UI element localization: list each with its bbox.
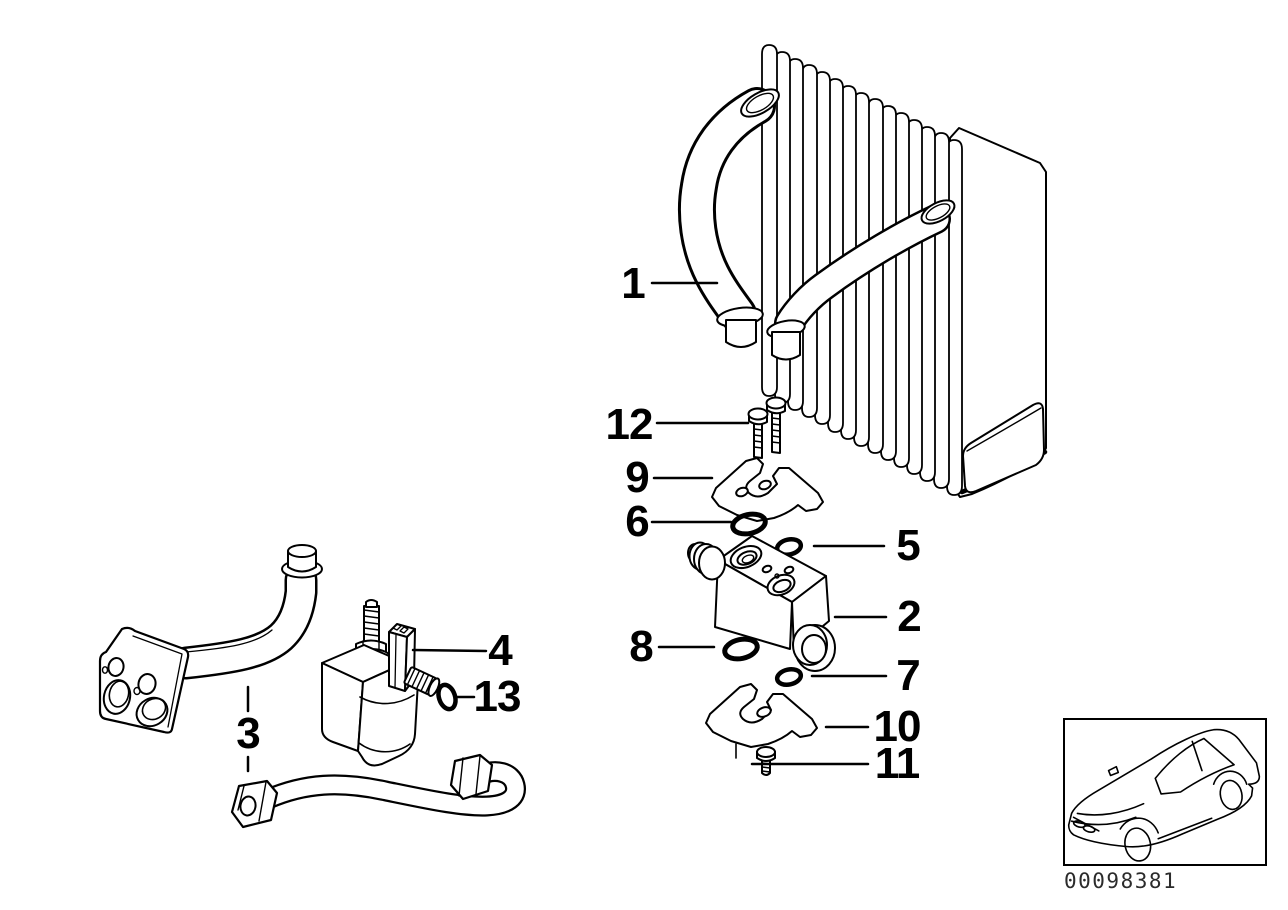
- callout-12[interactable]: 12: [605, 400, 654, 449]
- evaporator-drawing: [697, 45, 1046, 497]
- callout-9[interactable]: 9: [625, 453, 650, 502]
- car-kidney-right: [1083, 825, 1096, 834]
- leader-line-4: [413, 650, 486, 651]
- car-greenhouse: [1155, 738, 1234, 793]
- car-rear-wheel: [1218, 778, 1245, 811]
- solenoid-valve-drawing: [322, 600, 442, 765]
- car-front-wheel-arch: [1120, 818, 1158, 833]
- car-body-outline: [1069, 730, 1260, 847]
- car-window-divider: [1192, 741, 1202, 770]
- callout-8[interactable]: 8: [629, 622, 654, 671]
- leader-lines: [248, 283, 886, 771]
- callout-11[interactable]: 11: [874, 739, 921, 788]
- callout-13[interactable]: 13: [473, 672, 522, 721]
- callout-2[interactable]: 2: [897, 592, 922, 641]
- evaporator-outlet-pipe: [766, 196, 958, 360]
- expansion-valve-drawing: [688, 536, 835, 671]
- small-o-ring-lower-drawing: [776, 667, 803, 687]
- car-thumbnail-drawing: [1065, 720, 1265, 864]
- screw-drawing: [757, 747, 775, 775]
- large-o-ring-upper-drawing: [731, 511, 767, 536]
- car-thumbnail-box: [1063, 718, 1267, 866]
- car-mirror: [1109, 767, 1119, 776]
- car-rear-wheel-arch: [1214, 771, 1247, 784]
- upper-bracket-drawing: [712, 458, 823, 521]
- callout-3[interactable]: 3: [236, 709, 261, 758]
- callout-4[interactable]: 4: [488, 626, 513, 675]
- hex-bolts-drawing: [749, 398, 786, 459]
- car-front-wheel: [1122, 826, 1154, 864]
- car-sill-line: [1158, 818, 1212, 838]
- callout-6[interactable]: 6: [625, 497, 650, 546]
- small-o-ring-solenoid-drawing: [436, 683, 459, 712]
- callout-7[interactable]: 7: [896, 651, 921, 700]
- callout-5[interactable]: 5: [896, 521, 921, 570]
- callout-10[interactable]: 10: [873, 702, 922, 751]
- pipe-assembly-drawing: [100, 545, 516, 827]
- image-number: 00098381: [1064, 869, 1178, 893]
- evaporator-inlet-pipe: [697, 84, 783, 347]
- callout-1[interactable]: 1: [621, 259, 646, 308]
- lower-bracket-drawing: [706, 684, 817, 758]
- evaporator-fins: [762, 45, 962, 495]
- large-o-ring-lower-drawing: [723, 636, 759, 661]
